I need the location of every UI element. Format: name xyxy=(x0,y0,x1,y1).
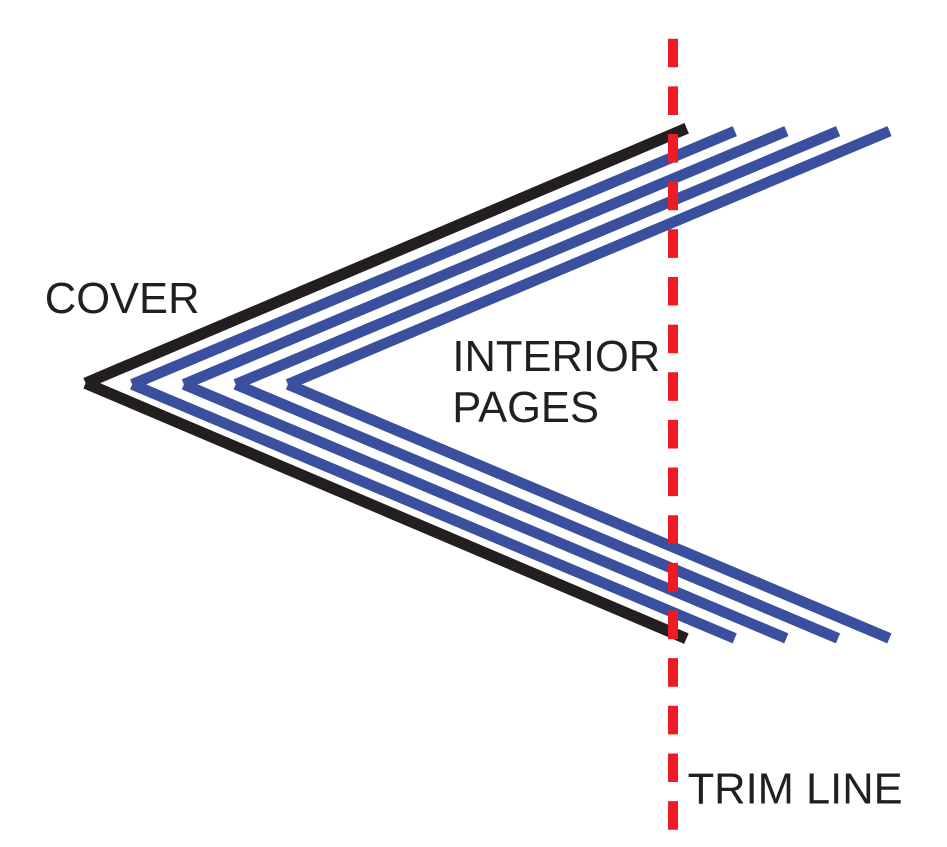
svg-text:COVER: COVER xyxy=(45,275,200,323)
svg-text:TRIM LINE: TRIM LINE xyxy=(688,765,903,813)
svg-text:INTERIOR: INTERIOR xyxy=(452,333,660,381)
svg-text:PAGES: PAGES xyxy=(452,384,599,432)
